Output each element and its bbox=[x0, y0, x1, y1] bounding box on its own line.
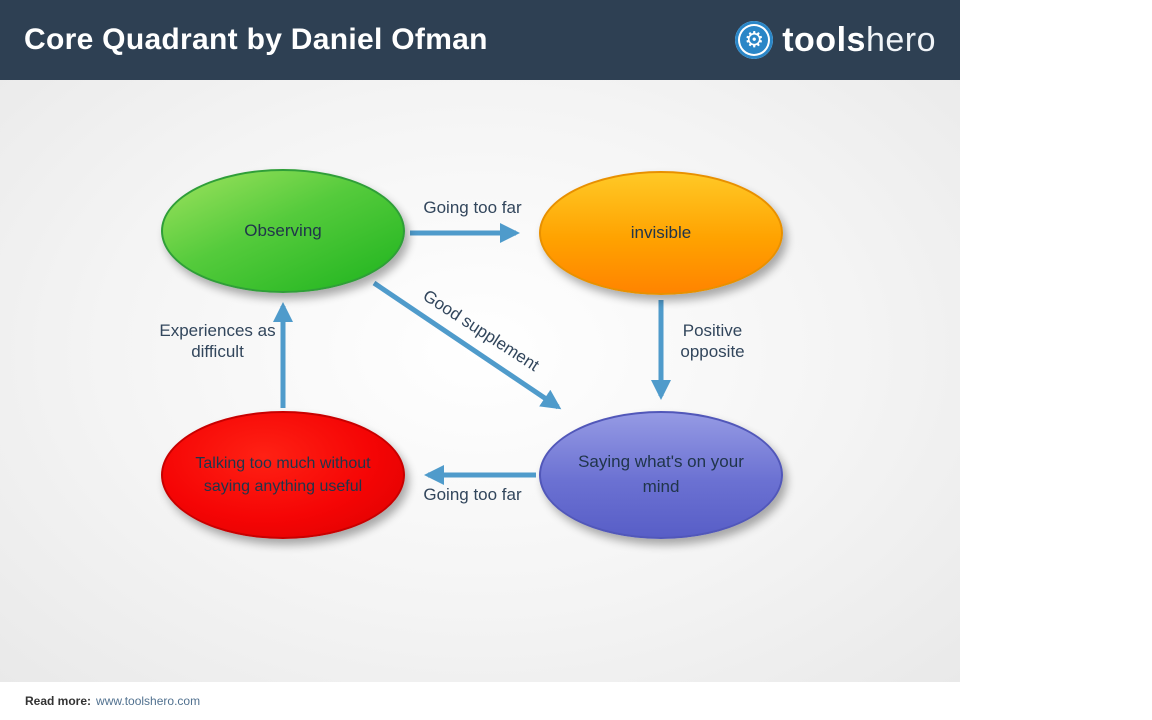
node-invisible-label: invisible bbox=[630, 222, 692, 242]
node-observing-label: Observing bbox=[244, 220, 322, 240]
read-more-label: Read more: bbox=[25, 694, 92, 708]
logo-text-light: hero bbox=[865, 20, 936, 59]
node-talking-too-much-label: Talking too much without saying anything… bbox=[195, 454, 371, 495]
diagram-arrows bbox=[273, 223, 671, 485]
gear-magnifier-icon: ⚙ bbox=[735, 21, 774, 59]
node-observing: Observing bbox=[161, 169, 405, 293]
edge-label-going-too-far-bottom: Going too far bbox=[423, 485, 522, 504]
edge-label-good-supplement: Good supplement bbox=[419, 286, 543, 376]
page-title: Core Quadrant by Daniel Ofman bbox=[24, 23, 488, 56]
edge-label-experiences-as-difficult: Experiences as difficult bbox=[159, 321, 276, 362]
logo-text-bold: tools bbox=[782, 20, 866, 59]
node-invisible: invisible bbox=[539, 171, 783, 295]
node-saying-whats-on-your-mind-label: Saying what's on your mind bbox=[578, 452, 744, 496]
edge-label-going-too-far-top: Going too far bbox=[423, 198, 522, 217]
footer-link[interactable]: www.toolshero.com bbox=[96, 694, 201, 708]
node-talking-too-much: Talking too much without saying anything… bbox=[161, 411, 405, 539]
edge-label-positive-opposite: Positive opposite bbox=[680, 321, 745, 362]
toolshero-logo: ⚙ toolshero bbox=[735, 21, 936, 60]
header-bar: Core Quadrant by Daniel Ofman ⚙ toolsher… bbox=[0, 0, 960, 80]
diagram-canvas: Observing invisible Talking too much wit… bbox=[0, 80, 960, 682]
footer: Read more: www.toolshero.com bbox=[0, 682, 960, 720]
logo-wordmark: toolshero bbox=[782, 21, 936, 60]
arrow-observing-to-saying-diagonal bbox=[372, 280, 562, 410]
node-saying-whats-on-your-mind: Saying what's on your mind bbox=[539, 411, 783, 539]
